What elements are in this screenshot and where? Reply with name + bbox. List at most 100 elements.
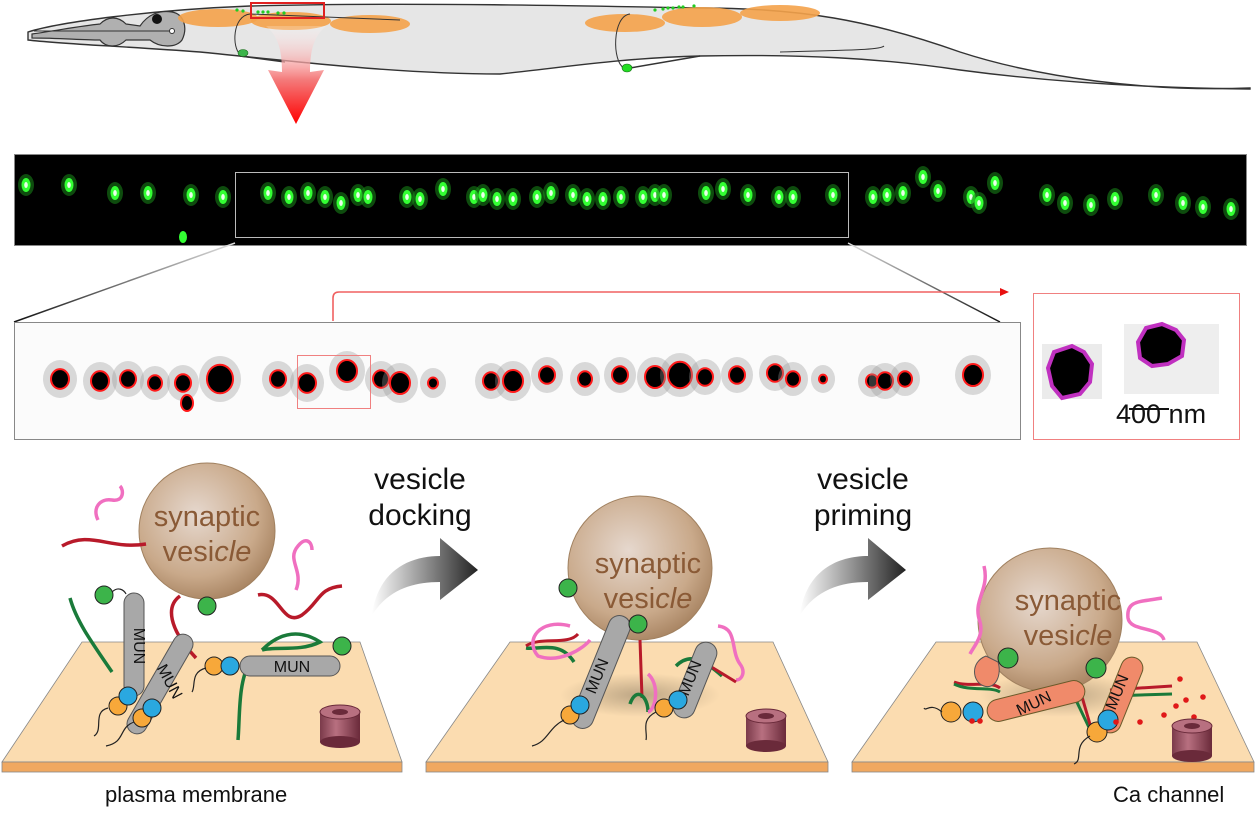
fluorescent-punctum <box>1107 188 1123 210</box>
fluorescent-punctum <box>179 231 187 243</box>
gonad <box>662 7 742 27</box>
docking-arrow-icon <box>372 538 478 615</box>
fluorescent-punctum <box>879 184 895 206</box>
priming-step-label: vesicle priming <box>778 462 948 534</box>
ca-channel-label: Ca channel <box>1113 782 1225 807</box>
worm-icon <box>27 2 1251 124</box>
synaptic-puncta <box>235 4 696 15</box>
calcium-channel-icon <box>319 704 361 748</box>
segmented-punctum <box>778 362 808 396</box>
segmented-punctum <box>689 359 721 395</box>
segmented-punctum <box>495 361 531 401</box>
docking-step-line1: vesicle <box>374 463 466 496</box>
segmented-punctum <box>955 355 991 395</box>
zoom-region-box <box>235 172 849 238</box>
fluorescent-punctum <box>399 186 415 208</box>
plasma-membrane-label: plasma membrane <box>105 782 288 807</box>
calcium-channel-icon <box>1171 718 1213 762</box>
fluorescent-punctum <box>1039 184 1055 206</box>
segmented-punctum <box>180 394 194 412</box>
docking-step-label: vesicle docking <box>335 462 505 534</box>
segmented-punctum <box>811 365 835 393</box>
vesicle-model-diagram: synaptic vesicle MUN MUN MUN <box>1 462 1255 773</box>
segmented-punctum <box>475 363 507 399</box>
segmented-punctum <box>420 368 446 398</box>
fluorescent-punctum <box>771 186 787 208</box>
segmented-punctum <box>721 357 753 393</box>
fluorescent-punctum <box>715 178 731 200</box>
neuron-cell-body <box>621 63 633 73</box>
fluorescent-punctum <box>1223 198 1239 220</box>
segmented-punctum <box>329 351 365 391</box>
fluorescent-punctum <box>333 192 349 214</box>
vesicle-label: vesicle <box>1024 620 1113 652</box>
segmented-punctum <box>570 362 600 396</box>
fluorescent-punctum <box>18 174 34 196</box>
gonad <box>585 14 665 32</box>
fluorescent-punctum <box>215 186 231 208</box>
segmented-punctum <box>759 355 791 391</box>
nerve-ring-icon <box>152 14 162 24</box>
segmented-punctum <box>382 363 418 403</box>
fluorescent-punctum <box>435 178 451 200</box>
fluorescent-punctum <box>61 174 77 196</box>
fluorescent-punctum <box>930 180 946 202</box>
fluorescent-punctum <box>698 182 714 204</box>
fluorescent-punctum <box>1083 194 1099 216</box>
segmented-punctum <box>660 353 700 397</box>
priming-arrow-icon <box>800 538 906 615</box>
fluorescence-image <box>14 154 1247 246</box>
fluorescent-punctum <box>579 188 595 210</box>
munc13-protein: MUN <box>94 585 147 697</box>
segmented-puncta <box>43 351 991 412</box>
fluorescent-punctum <box>1057 192 1073 214</box>
segmented-punctum <box>140 366 170 400</box>
segmented-punctum <box>83 362 117 400</box>
fluorescent-punctum <box>740 184 756 206</box>
fluorescent-punctum <box>140 182 156 204</box>
punctum-2 <box>1135 321 1187 369</box>
fluorescent-punctum <box>635 186 651 208</box>
priming-step-line2: priming <box>813 499 913 532</box>
fluorescent-punctum <box>987 172 1003 194</box>
fluorescent-punctum <box>825 184 841 206</box>
munc13-protein: MUN <box>239 636 352 677</box>
segmented-punctum <box>167 365 199 401</box>
scale-bar-label: 400 nm <box>1116 399 1207 429</box>
segmented-punctum <box>112 361 144 397</box>
vesicle-label: vesicle <box>163 536 252 568</box>
munc13-protein: MUN <box>986 657 1107 722</box>
fluorescent-punctum <box>613 186 629 208</box>
zoom-arrow-icon <box>266 26 326 124</box>
inset-region-box <box>297 355 371 409</box>
gonad <box>740 5 820 21</box>
fluorescent-punctum <box>529 186 545 208</box>
inset-pointer-arrowhead <box>1000 288 1009 296</box>
segmented-image <box>14 322 1021 440</box>
fluorescent-punctum <box>595 188 611 210</box>
fluorescent-punctum <box>260 182 276 204</box>
docking-step-line2: docking <box>368 499 472 532</box>
calcium-channel-icon <box>745 708 787 752</box>
fluorescent-punctum <box>915 166 931 188</box>
vesicle-label: synaptic <box>595 548 701 580</box>
segmented-punctum <box>365 361 397 397</box>
inset-puncta <box>1042 321 1219 410</box>
priming-step-line1: vesicle <box>817 463 909 496</box>
fluorescent-punctum <box>865 186 881 208</box>
fluorescent-punctum <box>785 186 801 208</box>
stage-docked: synaptic vesicle MUN MUN <box>425 495 829 773</box>
svg-text:MUN: MUN <box>274 659 310 676</box>
fluorescent-punctum <box>183 184 199 206</box>
svg-text:MUN: MUN <box>130 628 147 664</box>
fluorescent-punctum <box>543 182 559 204</box>
fluorescent-punctum <box>1148 184 1164 206</box>
vesicle-label: synaptic <box>154 501 260 533</box>
punctum-1 <box>1045 343 1095 401</box>
segmented-punctum <box>637 357 673 397</box>
fluorescent-punctum <box>1175 192 1191 214</box>
segmented-punctum <box>604 357 636 393</box>
neuron-cell-body <box>237 49 249 57</box>
fluorescent-punctum <box>505 188 521 210</box>
fluorescent-punctum <box>412 188 428 210</box>
